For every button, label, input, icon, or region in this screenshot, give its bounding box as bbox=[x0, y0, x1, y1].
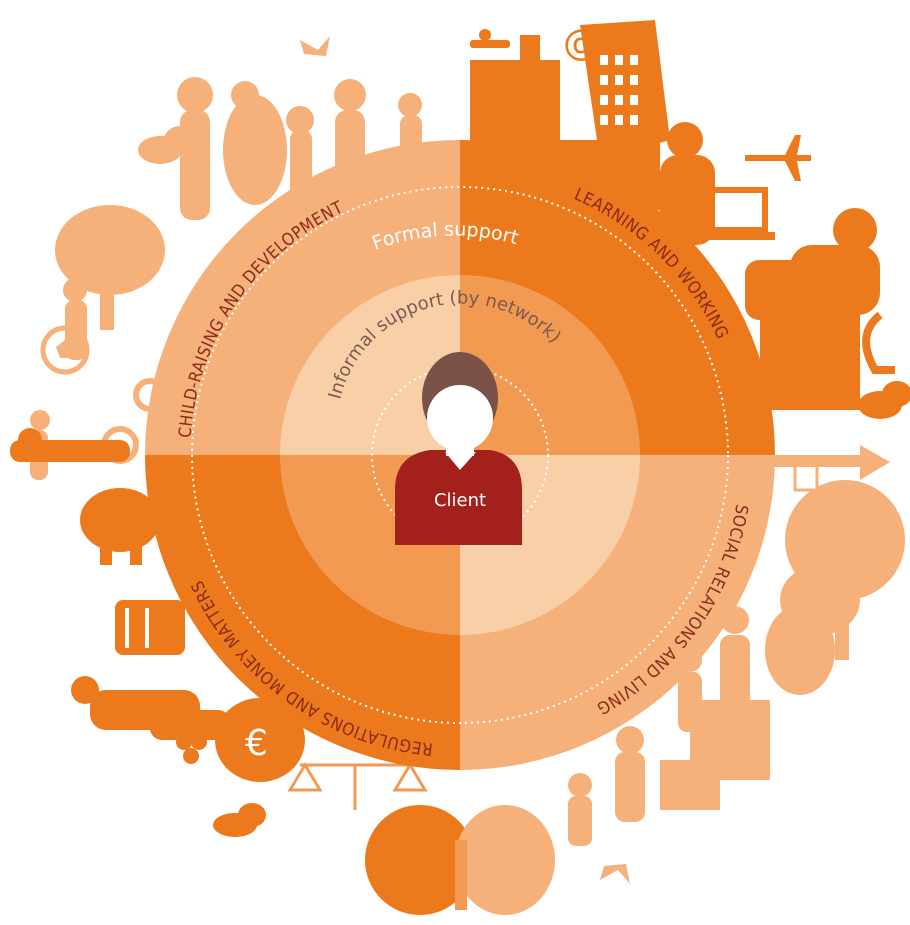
trumpet-icon bbox=[470, 29, 510, 48]
books-icon bbox=[115, 600, 185, 655]
family-silhouette-icon bbox=[568, 606, 750, 846]
building-icon bbox=[660, 700, 770, 810]
at-sign-icon: @ bbox=[563, 23, 599, 64]
worker-silhouette-icon bbox=[660, 122, 880, 410]
formal-support-ring bbox=[191, 186, 729, 724]
money-bag-icon: € bbox=[215, 698, 305, 782]
cloud-icon bbox=[858, 381, 910, 419]
svg-text:@: @ bbox=[563, 23, 599, 64]
tree-icon bbox=[55, 205, 165, 330]
scales-icon bbox=[287, 762, 428, 810]
client-label: Client bbox=[434, 490, 486, 511]
tree-icon bbox=[365, 805, 555, 915]
piggy-bank-icon bbox=[80, 488, 160, 565]
client-person-icon: Client bbox=[395, 352, 522, 545]
telephone-icon bbox=[862, 311, 895, 374]
svg-text:€: € bbox=[245, 723, 268, 764]
bird-icon bbox=[300, 36, 330, 56]
tree-icon bbox=[765, 480, 905, 695]
person-silhouette-icon bbox=[71, 676, 230, 740]
people-silhouette-icon bbox=[177, 77, 422, 220]
cloud-icon bbox=[138, 126, 196, 164]
person-lying-icon bbox=[10, 428, 130, 462]
building-windows bbox=[600, 55, 638, 125]
bird-icon bbox=[600, 864, 630, 884]
airplane-icon bbox=[745, 135, 811, 181]
cloud-icon bbox=[213, 803, 266, 837]
euro-icon bbox=[176, 734, 207, 764]
